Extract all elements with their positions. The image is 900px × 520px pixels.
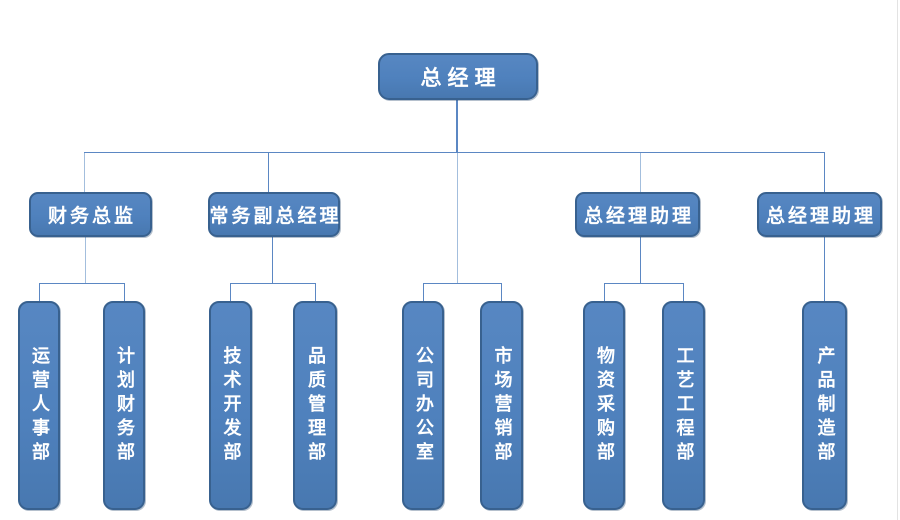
node-dept-materials-procurement[interactable]: 物资采购部	[583, 301, 625, 510]
node-label: 产品制造部	[814, 345, 836, 466]
node-dept-company-office[interactable]: 公司办公室	[402, 301, 444, 510]
node-label: 技术开发部	[220, 345, 242, 466]
node-label: 常务副总经理	[209, 205, 342, 227]
node-label: 运营人事部	[29, 345, 50, 466]
node-label: 总经理助理	[583, 205, 694, 227]
connector-line	[230, 283, 316, 284]
node-gm-assistant-1[interactable]: 总经理助理	[575, 192, 700, 237]
connector-line	[604, 284, 605, 301]
node-label: 品质管理部	[305, 345, 326, 466]
connector-line	[85, 237, 86, 283]
node-label: 市场营销部	[491, 345, 513, 466]
node-dept-tech-development[interactable]: 技术开发部	[209, 301, 252, 510]
connector-line	[124, 284, 125, 301]
node-gm-assistant-2[interactable]: 总经理助理	[757, 192, 882, 237]
connector-line	[272, 237, 273, 283]
node-dept-product-manufacturing[interactable]: 产品制造部	[802, 301, 847, 510]
connector-line	[423, 284, 424, 301]
connector-line	[456, 100, 458, 153]
node-dept-operations-hr[interactable]: 运营人事部	[18, 301, 60, 510]
connector-line	[268, 153, 269, 192]
node-label: 总经理	[420, 64, 502, 90]
connector-line	[640, 237, 641, 283]
connector-line	[640, 153, 641, 192]
node-dept-quality-management[interactable]: 品质管理部	[293, 301, 337, 510]
node-general-manager[interactable]: 总经理	[378, 53, 538, 100]
connector-line	[501, 284, 502, 301]
node-dept-process-engineering[interactable]: 工艺工程部	[662, 301, 705, 510]
connector-line	[39, 283, 125, 284]
connector-line	[683, 284, 684, 301]
node-label: 公司办公室	[413, 345, 434, 466]
connector-line	[230, 284, 231, 301]
node-dept-marketing[interactable]: 市场营销部	[480, 301, 523, 510]
connector-line	[84, 153, 85, 192]
connector-line	[315, 284, 316, 301]
connector-line	[604, 283, 684, 284]
node-label: 计划财务部	[114, 345, 135, 466]
connector-line	[824, 237, 825, 301]
page-edge-line	[897, 0, 898, 520]
node-finance-director[interactable]: 财务总监	[29, 192, 152, 237]
node-dept-planning-finance[interactable]: 计划财务部	[103, 301, 145, 510]
node-label: 财务总监	[47, 205, 136, 227]
connector-line	[84, 152, 825, 153]
node-label: 总经理助理	[765, 205, 876, 227]
connector-line	[457, 153, 458, 283]
connector-line	[39, 284, 40, 301]
node-executive-deputy-gm[interactable]: 常务副总经理	[208, 192, 340, 237]
node-label: 工艺工程部	[673, 345, 695, 466]
node-label: 物资采购部	[594, 345, 615, 466]
connector-line	[824, 153, 825, 192]
connector-line	[423, 283, 502, 284]
